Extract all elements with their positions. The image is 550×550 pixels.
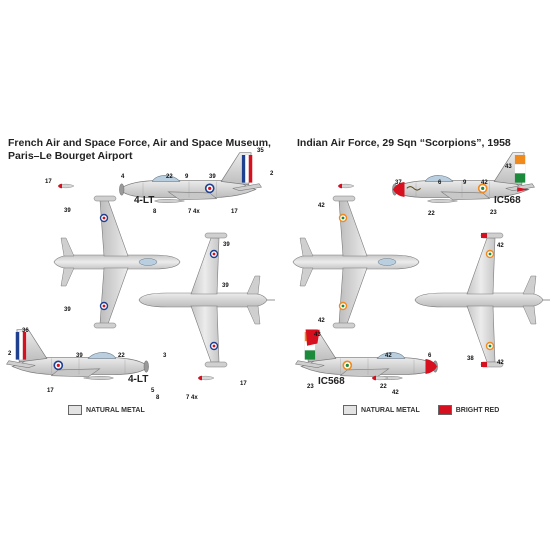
left-callout-0: 35 [257, 148, 264, 154]
fr-side-profile-top [119, 152, 262, 204]
left-callout-22: 7 4x [186, 395, 198, 401]
in-bottom-registration: IC568 [318, 376, 345, 387]
left-callout-12: 39 [222, 283, 229, 289]
right-callout-13: 6 [428, 353, 432, 359]
legend-swatch-natural-metal [343, 405, 357, 415]
left-callout-16: 39 [76, 353, 83, 359]
left-callout-15: 2 [8, 351, 12, 357]
in-top-view [292, 195, 420, 329]
right-callout-15: 23 [307, 384, 314, 390]
left-callout-3: 22 [166, 174, 173, 180]
left-callout-8: 8 [153, 209, 157, 215]
legend-label: BRIGHT RED [455, 406, 500, 414]
right-callout-14: 38 [467, 356, 474, 362]
right-callout-12: 42 [385, 353, 392, 359]
right-callout-7: 23 [490, 210, 497, 216]
left-callout-5: 39 [209, 174, 216, 180]
right-callout-9: 42 [318, 318, 325, 324]
left-callout-17: 22 [118, 353, 125, 359]
left-panel-title: French Air and Space Force, Air and Spac… [8, 137, 271, 163]
left-callout-2: 4 [121, 174, 125, 180]
right-callout-10: 42 [497, 360, 504, 366]
left-callout-21: 8 [156, 395, 160, 401]
right-callout-1: 37 [395, 180, 402, 186]
left-callout-6: 17 [45, 179, 52, 185]
legend-label: NATURAL METAL [361, 406, 420, 414]
left-callout-11: 39 [223, 242, 230, 248]
right-callouts: 43 37 6 9 42 42 22 23 42 42 42 43 42 6 38 23 22 42 [307, 164, 512, 396]
right-panel-title: Indian Air Force, 29 Sqn “Scorpions”, 19… [297, 137, 511, 149]
right-callout-4: 42 [481, 180, 488, 186]
in-top-registration: IC568 [494, 195, 521, 206]
fr-bottom-registration: 4-LT [128, 374, 148, 385]
right-callout-16: 22 [380, 384, 387, 390]
left-callout-4: 9 [185, 174, 189, 180]
fr-side-profile-bottom [6, 329, 149, 381]
legend-label: NATURAL METAL [86, 406, 145, 414]
left-callout-18: 3 [163, 353, 167, 359]
right-callout-5: 42 [318, 203, 325, 209]
left-legend: NATURAL METAL [68, 405, 145, 415]
right-callout-17: 42 [392, 390, 399, 396]
right-callout-2: 6 [438, 180, 442, 186]
left-callout-1: 2 [270, 171, 274, 177]
left-callout-14: 36 [22, 328, 29, 334]
left-title-line2: Paris–Le Bourget Airport [8, 150, 133, 162]
left-callout-23: 17 [240, 381, 247, 387]
fr-drop-tank-bottom [197, 375, 215, 381]
left-callout-19: 17 [47, 388, 54, 394]
in-drop-tank-top [337, 183, 355, 189]
right-legend: NATURAL METAL BRIGHT RED [343, 405, 499, 415]
left-callout-7: 39 [64, 208, 71, 214]
left-callout-10: 17 [231, 209, 238, 215]
right-callout-0: 43 [505, 164, 512, 170]
left-title-line1: French Air and Space Force, Air and Spac… [8, 137, 271, 149]
in-underside-view [414, 232, 550, 368]
left-callout-13: 39 [64, 307, 71, 313]
left-callout-9: 7 4x [188, 209, 200, 215]
left-callout-20: 5 [151, 388, 155, 394]
fr-drop-tank-top [57, 183, 75, 189]
right-callout-3: 9 [463, 180, 467, 186]
fr-top-registration: 4-LT [134, 195, 154, 206]
in-side-profile-top [392, 152, 535, 204]
legend-swatch-natural-metal [68, 405, 82, 415]
right-callout-6: 22 [428, 211, 435, 217]
right-callout-11: 43 [314, 332, 321, 338]
legend-swatch-bright-red [437, 405, 452, 415]
fr-underside-view [138, 232, 276, 368]
right-callout-8: 42 [497, 243, 504, 249]
in-side-profile-bottom [295, 329, 438, 381]
fr-top-view [53, 195, 181, 329]
